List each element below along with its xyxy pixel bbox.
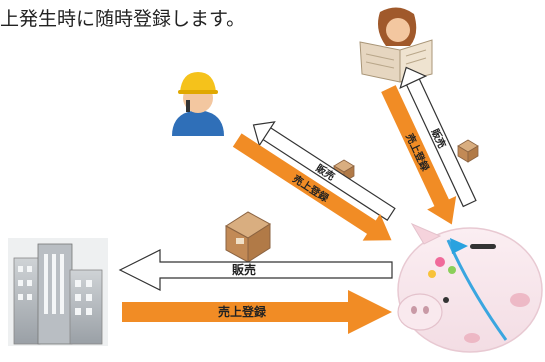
worker-helmet-icon: [172, 72, 224, 136]
newspaper-reader-icon: [359, 7, 433, 83]
sale-arrow-horizontal: 販売: [118, 249, 393, 291]
sales-entry-arrow-horizontal-label: 売上登録: [218, 304, 267, 319]
building-icon: [8, 238, 108, 346]
sale-arrow-horizontal-label: 販売: [232, 262, 256, 277]
piggy-bank-icon: [397, 222, 543, 353]
package-box-large: [225, 211, 271, 263]
caption-text: 上発生時に随時登録します。: [0, 8, 246, 30]
sale-arrow-reader: 販売: [399, 66, 477, 208]
sales-entry-arrow-horizontal: 売上登録: [122, 290, 392, 334]
package-box-small-right: [457, 139, 479, 163]
